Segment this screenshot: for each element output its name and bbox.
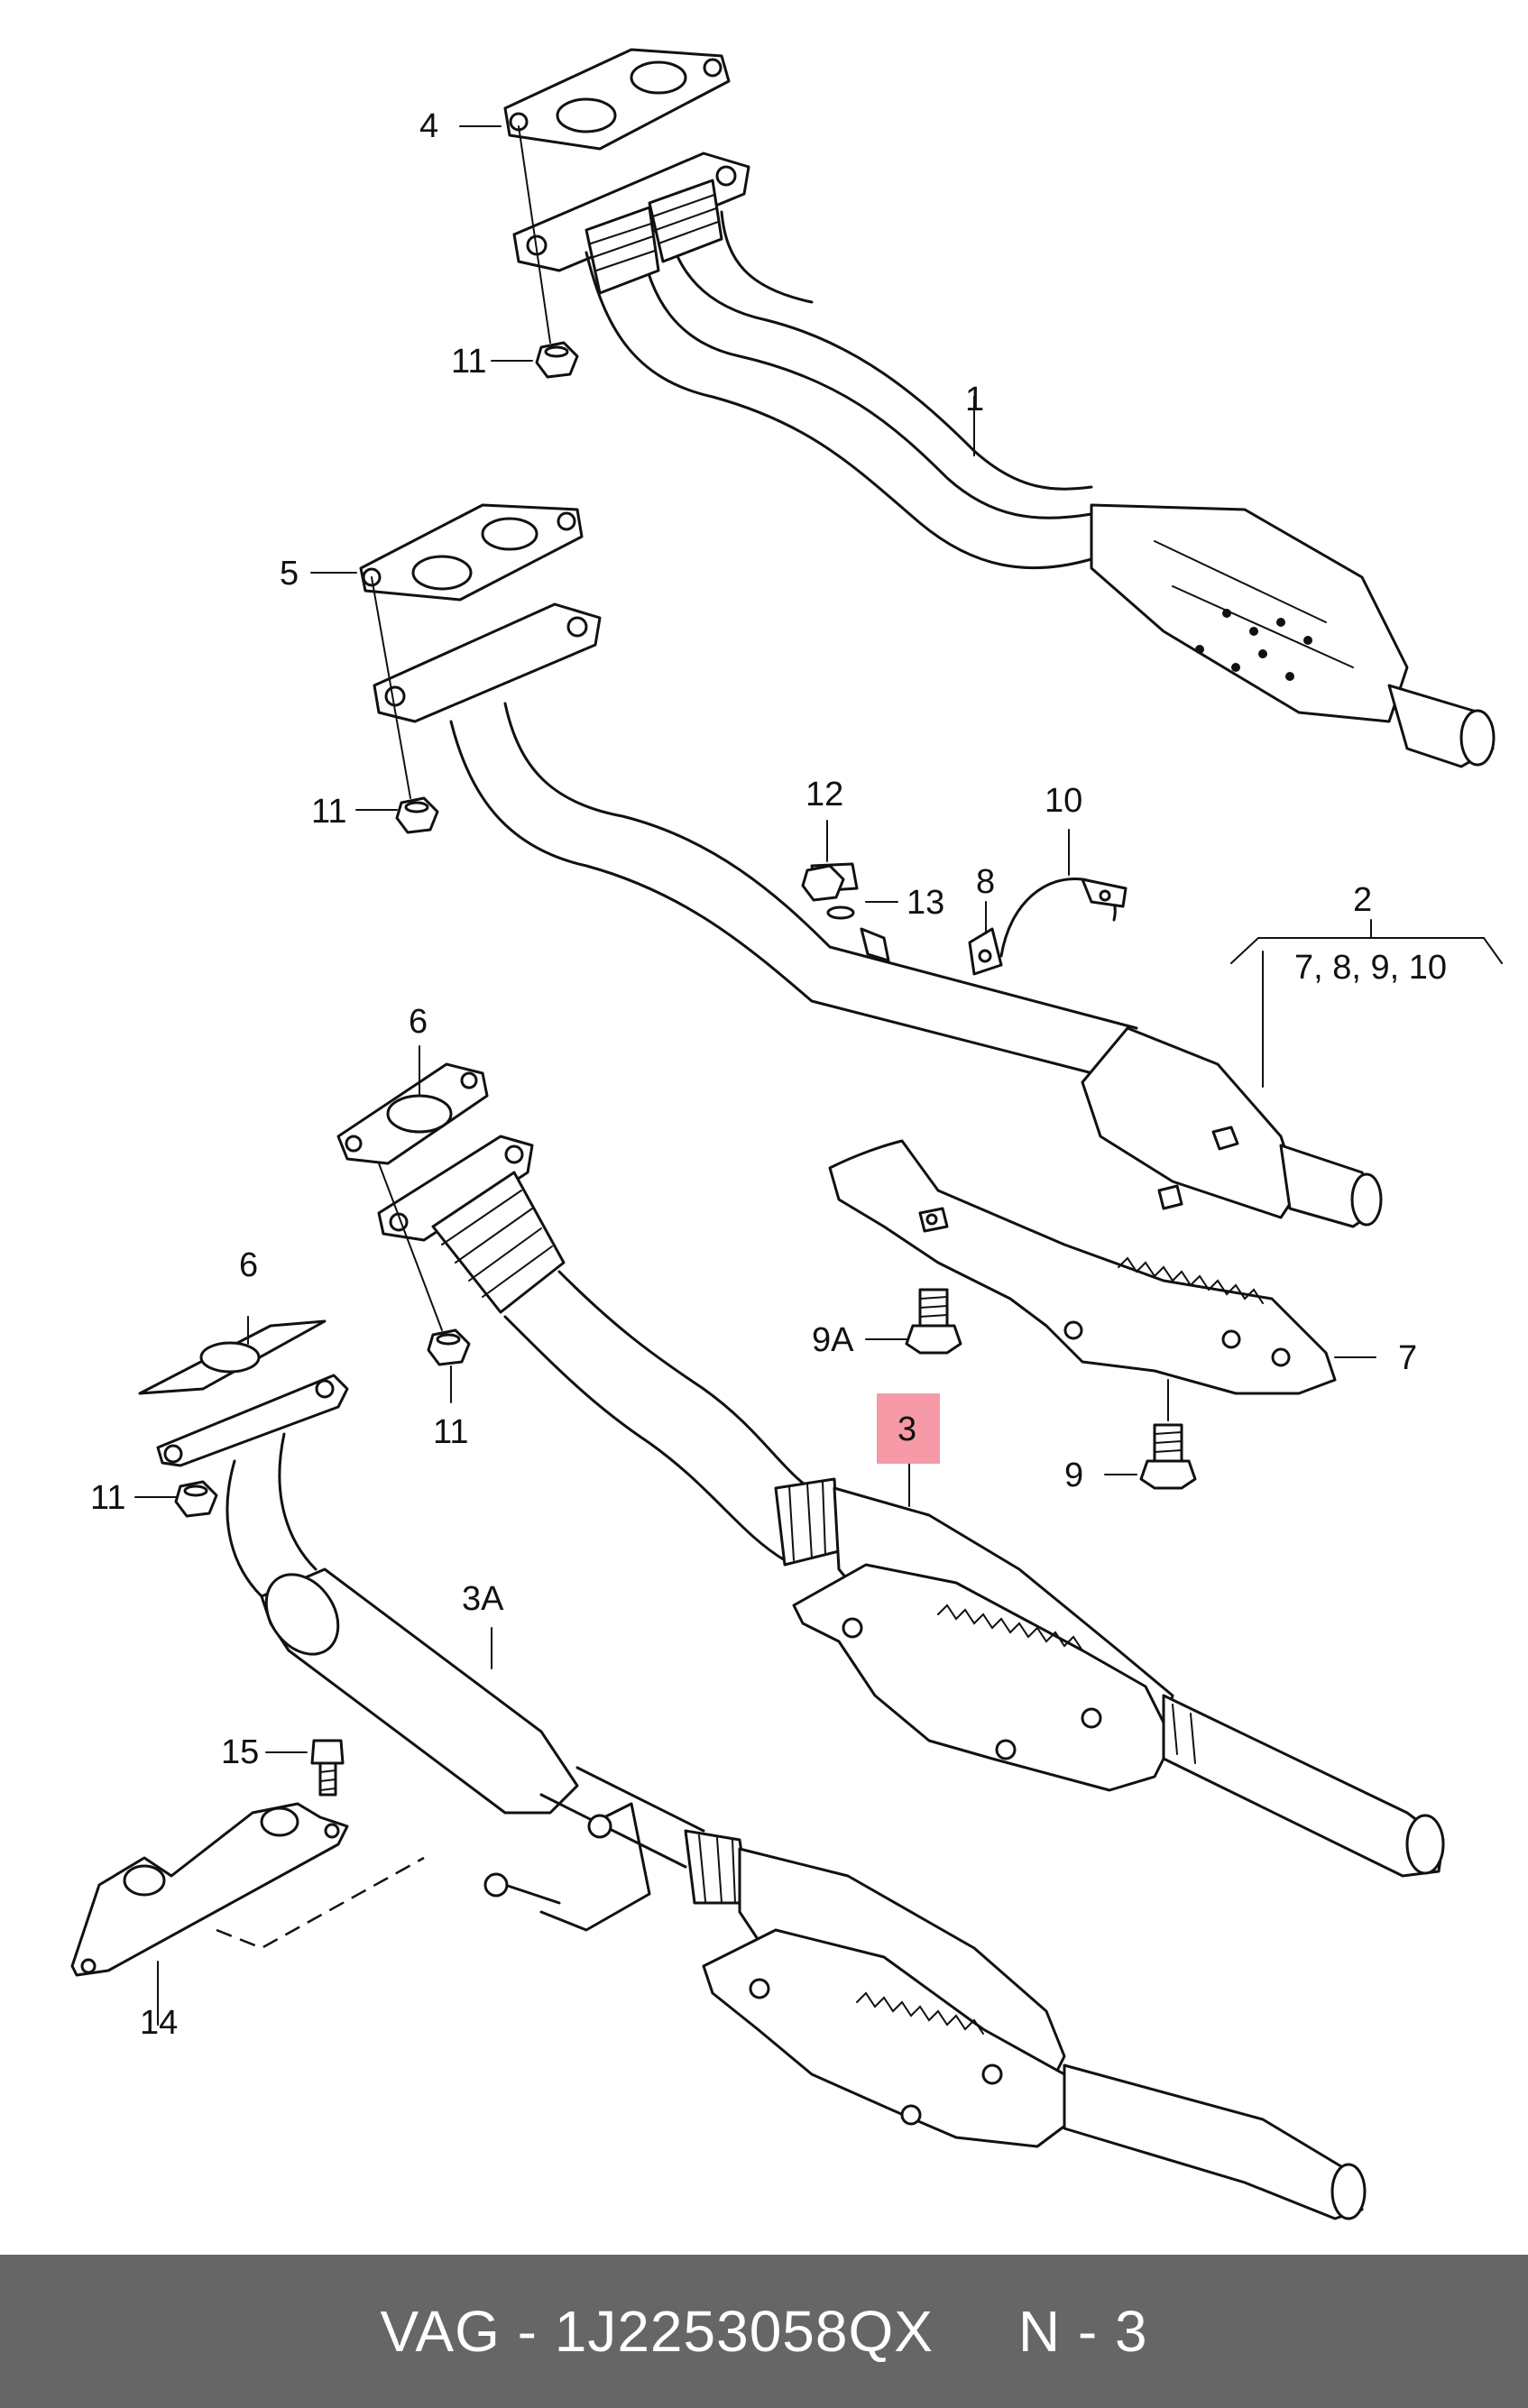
callout-15: 15: [221, 1733, 259, 1771]
fastener-bolt-9A[interactable]: [905, 1288, 962, 1355]
callout-11-c: 11: [433, 1413, 468, 1451]
callout-11-b: 11: [311, 793, 346, 831]
callout-6-upper: 6: [409, 1003, 428, 1041]
part-1-front-pipe-with-catalyst[interactable]: [503, 48, 1496, 768]
fastener-nut-12[interactable]: [801, 864, 845, 902]
callout-14: 14: [140, 2004, 178, 2042]
part-number-label: VAG - 1J2253058QX: [380, 2299, 934, 2364]
callout-11-a: 11: [451, 343, 486, 381]
fastener-nut-11-d[interactable]: [174, 1480, 218, 1518]
callout-8: 8: [976, 863, 995, 901]
part-number-footer: VAG - 1J2253058QX N - 3: [0, 2255, 1528, 2408]
leader-lines: [134, 125, 1503, 2026]
callout-3A: 3A: [462, 1580, 504, 1618]
callout-2-subparts: 7, 8, 9, 10: [1294, 949, 1447, 987]
fastener-nut-11-c[interactable]: [427, 1328, 471, 1366]
part-7-heat-shield[interactable]: [828, 1139, 1337, 1395]
fastener-nut-11-a[interactable]: [535, 341, 579, 379]
exhaust-parts-diagram: 1 2 7, 8, 9, 10 3 3A 4 5 6 6 7 8 9 9A 10…: [70, 48, 1503, 2220]
callout-5: 5: [280, 555, 299, 593]
callout-6-lower: 6: [239, 1246, 258, 1284]
part-2-front-pipe[interactable]: [359, 503, 1383, 1228]
callout-10: 10: [1045, 782, 1082, 820]
position-label: N - 3: [1017, 2299, 1148, 2364]
callout-9: 9: [1064, 1457, 1083, 1494]
callout-11-d: 11: [90, 1479, 125, 1517]
footer-spacer: [934, 2298, 1018, 2365]
callout-labels: 1 2 7, 8, 9, 10 3 3A 4 5 6 6 7 8 9 9A 10…: [90, 107, 1447, 2042]
part-14-bracket[interactable]: [70, 1802, 425, 1977]
callout-2: 2: [1353, 881, 1372, 919]
callout-4: 4: [419, 107, 438, 145]
callout-13: 13: [907, 884, 944, 922]
fastener-bolt-15[interactable]: [310, 1739, 345, 1797]
callout-1: 1: [965, 381, 984, 418]
callout-9A: 9A: [812, 1321, 854, 1359]
fastener-nut-11-b[interactable]: [395, 796, 439, 834]
fastener-bolt-9[interactable]: [1139, 1423, 1197, 1490]
callout-3: 3: [897, 1411, 916, 1448]
callout-12: 12: [805, 776, 843, 813]
part-3A-exhaust-pipe[interactable]: [138, 1319, 1367, 2220]
callout-3-highlight: [877, 1393, 940, 1464]
callout-7: 7: [1398, 1339, 1417, 1377]
part-3-exhaust-pipe-highlighted[interactable]: [336, 1062, 1445, 1878]
